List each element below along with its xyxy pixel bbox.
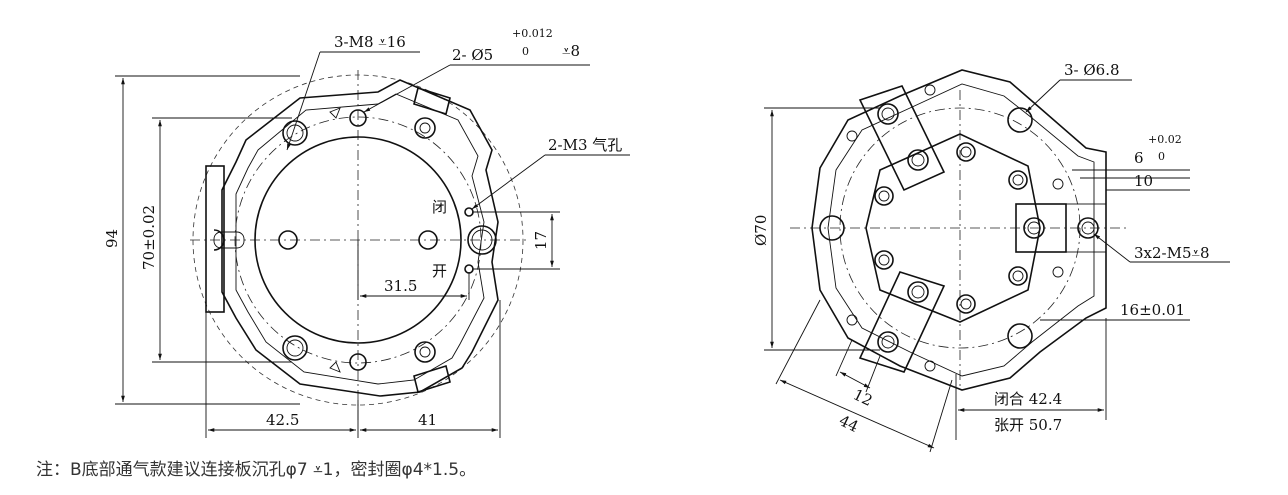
label-close: 闭 [432, 198, 447, 216]
dim-6-tol-upper: +0.02 [1148, 133, 1182, 146]
label-air-hole: 2-M3 气孔 [548, 136, 622, 154]
dim-dia70: Ø70 [752, 215, 770, 246]
dim-closed: 闭合 42.4 [994, 390, 1062, 408]
label-pin-depth: ⩡8 [562, 42, 580, 60]
dim-open: 张开 50.7 [994, 416, 1062, 434]
dim-70: 70±0.02 [140, 205, 158, 270]
dim-10: 10 [1134, 172, 1153, 190]
dim-16: 16±0.01 [1120, 301, 1185, 319]
dim-12: 12 [850, 385, 875, 410]
label-thread-m8: 3-M8 ⩡16 [334, 33, 406, 51]
right-view: 3- Ø6.8 Ø70 6 +0.02 0 10 3x2-M5⩡8 16±0.0… [752, 61, 1230, 453]
label-pin-hole: 2- Ø5 [452, 46, 493, 64]
dim-41: 41 [418, 411, 437, 429]
dim-6: 6 [1134, 149, 1144, 167]
dim-17: 17 [532, 231, 550, 250]
dim-94: 94 [103, 229, 121, 248]
dim-6-tol-lower: 0 [1158, 150, 1165, 163]
left-view: 3-M8 ⩡16 2- Ø5 +0.012 0 ⩡8 2-M3 气孔 闭 开 9… [103, 27, 630, 438]
dim-42-5: 42.5 [266, 411, 299, 429]
dim-44: 44 [836, 411, 861, 436]
label-pin-tol-lower: 0 [522, 45, 529, 58]
label-pin-tol-upper: +0.012 [512, 27, 553, 40]
label-holes-6-8: 3- Ø6.8 [1064, 61, 1120, 79]
dim-31-5: 31.5 [384, 277, 417, 295]
label-open: 开 [432, 262, 447, 280]
label-thread-m5: 3x2-M5⩡8 [1134, 244, 1210, 262]
bottom-note: 注：B底部通气款建议连接板沉孔φ7 ⩡1，密封圈φ4*1.5。 [36, 460, 477, 480]
